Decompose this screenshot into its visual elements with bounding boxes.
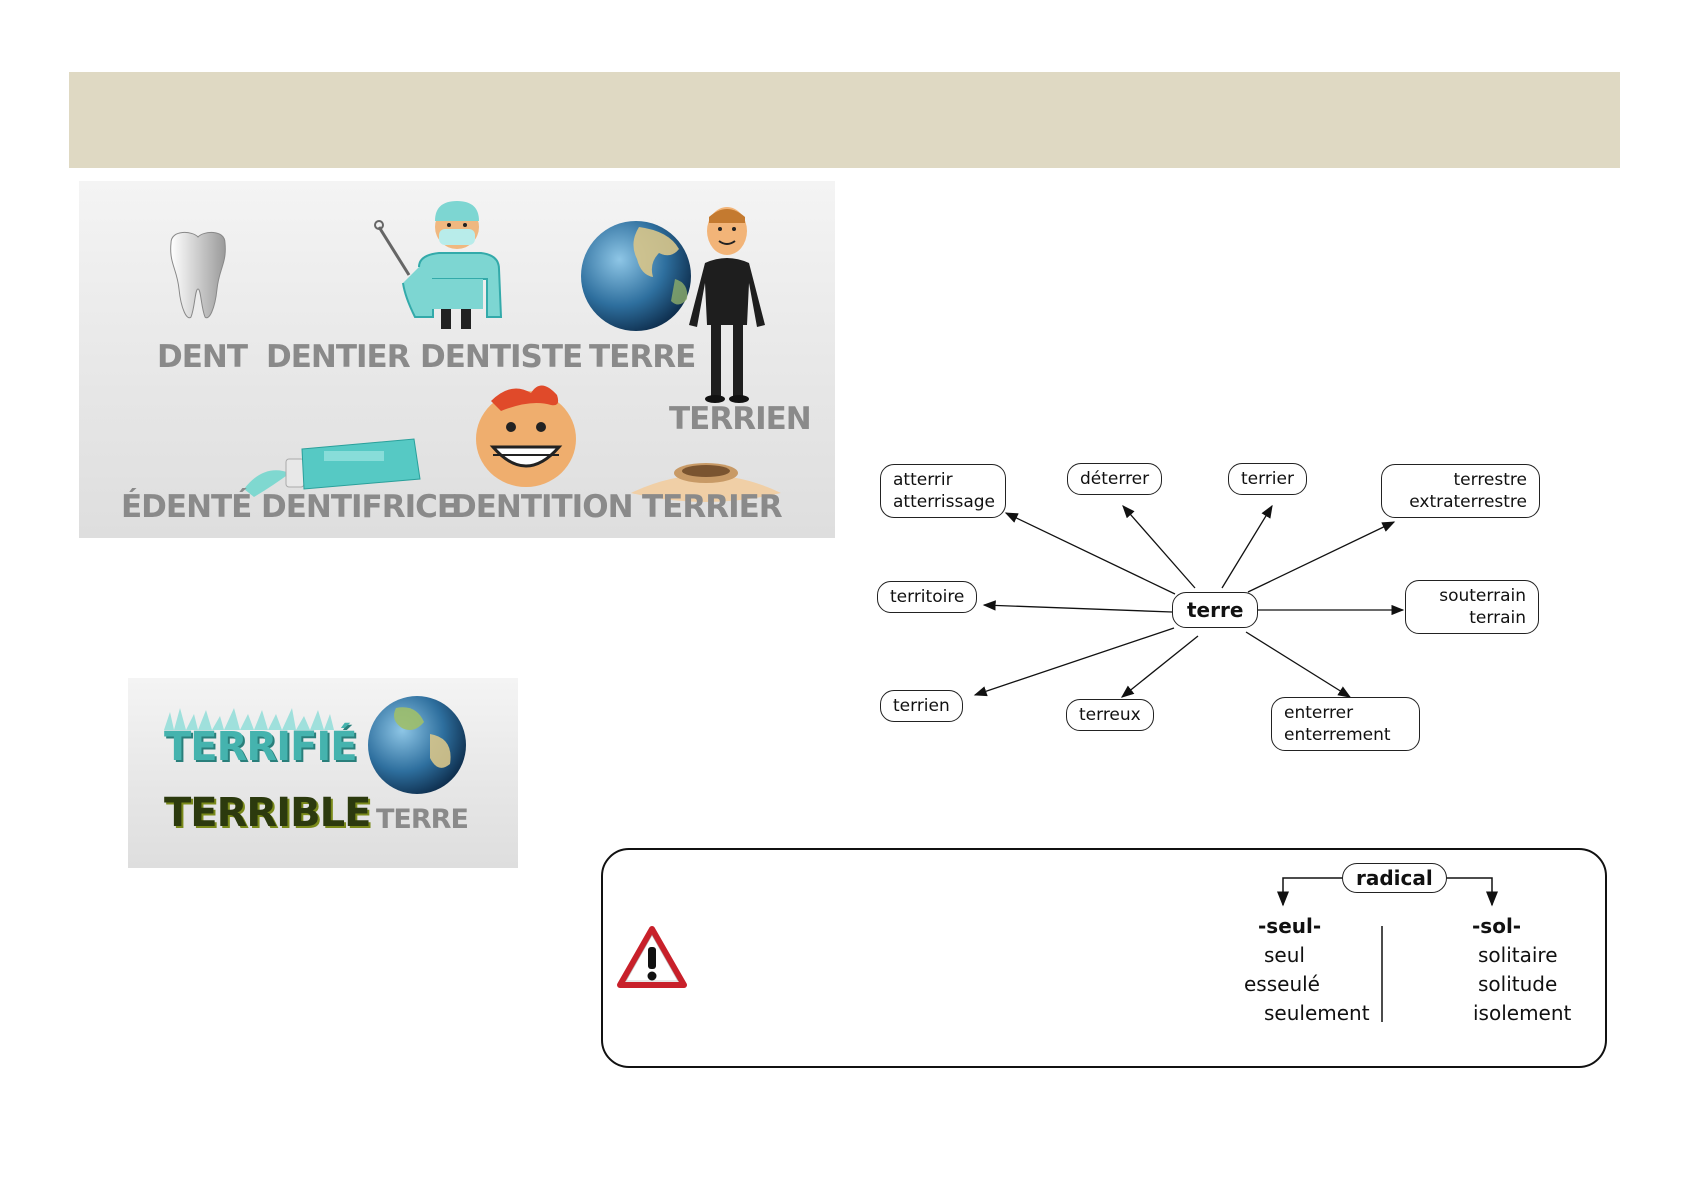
node-terrestre: terrestre extraterrestre (1381, 464, 1540, 518)
node-terrien: terrien (880, 690, 963, 722)
word-terre: TERRE (376, 804, 469, 835)
node-line: terrien (893, 696, 950, 716)
node-line: terreux (1079, 705, 1141, 725)
node-line: atterrissage (893, 492, 995, 512)
arrow-to-territoire (982, 600, 1173, 613)
node-line: radical (1356, 866, 1433, 890)
word-terrible: TERRIBLE (164, 790, 371, 836)
sol-head: -sol- (1472, 914, 1522, 938)
node-line: souterrain (1439, 586, 1526, 606)
word-terrien: TERRIEN (669, 401, 812, 437)
warning-box (601, 848, 1607, 1068)
node-line: terrestre (1453, 470, 1528, 490)
word-dentiste: DENTISTE (420, 339, 583, 375)
dent-terre-illustration: DENT DENTIER DENTISTE TERRE TERRIEN ÉDEN… (79, 181, 835, 538)
arrow-to-terrestre (1247, 521, 1396, 593)
arrow-to-deterrer (1122, 505, 1196, 589)
node-terre-center: terre (1172, 592, 1259, 628)
earth-icon (368, 696, 466, 794)
node-enterrer: enterrer enterrement (1271, 697, 1420, 751)
word-terre: TERRE (589, 339, 696, 375)
earthling-man-icon (689, 207, 765, 403)
word-edente: ÉDENTÉ (121, 489, 252, 525)
arrow-to-terreux (1120, 635, 1199, 698)
arrow-to-enterrer (1245, 631, 1352, 698)
warning-triangle-icon (617, 926, 687, 988)
word-terrier: TERRIER (642, 489, 783, 525)
word-dentifrice: DENTIFRICE (261, 489, 458, 525)
node-line: terrain (1469, 608, 1526, 628)
grass-decoration (164, 708, 334, 730)
node-line: atterrir (893, 470, 953, 490)
dentist-icon (374, 201, 503, 329)
word-map-arrows (973, 504, 1405, 698)
sol-item: isolement (1473, 1001, 1572, 1025)
burrow-icon (631, 463, 781, 502)
node-souterrain: souterrain terrain (1405, 580, 1539, 634)
grinning-face-icon (476, 385, 576, 487)
radical-label: radical (1342, 863, 1447, 893)
arrow-to-terrien (973, 627, 1175, 697)
sol-item: solitaire (1478, 943, 1558, 967)
radical-tree-lines (1277, 877, 1498, 1022)
seul-item: seul (1264, 943, 1305, 967)
earth-icon (581, 221, 691, 331)
node-deterrer: déterrer (1067, 463, 1163, 495)
tooth-icon (170, 232, 226, 319)
toothpaste-icon (244, 438, 421, 497)
terre-words-illustration: TERRIFIÉ TERRIBLE TERRE (128, 678, 518, 868)
word-dentition: DENTITION (451, 489, 634, 525)
node-line: enterrer (1284, 703, 1354, 723)
node-line: enterrement (1284, 725, 1391, 745)
word-terrifie: TERRIFIÉ (164, 724, 358, 770)
node-line: territoire (890, 587, 965, 607)
seul-item: seulement (1264, 1001, 1370, 1025)
node-line: terre (1187, 598, 1244, 622)
node-territoire: territoire (877, 581, 978, 613)
node-line: terrier (1241, 469, 1294, 489)
word-dent: DENT (157, 339, 248, 375)
node-atterrir: atterrir atterrissage (880, 464, 1006, 518)
node-line: déterrer (1080, 469, 1150, 489)
node-terreux: terreux (1066, 699, 1154, 731)
seul-head: -seul- (1258, 914, 1322, 938)
arrow-to-atterrir (1004, 512, 1176, 595)
seul-item: esseulé (1244, 972, 1320, 996)
sol-item: solitude (1478, 972, 1558, 996)
word-dentier: DENTIER (266, 339, 411, 375)
header-banner (69, 72, 1620, 168)
node-line: extraterrestre (1409, 492, 1527, 512)
node-terrier: terrier (1228, 463, 1307, 495)
arrow-to-terrier (1221, 504, 1273, 589)
